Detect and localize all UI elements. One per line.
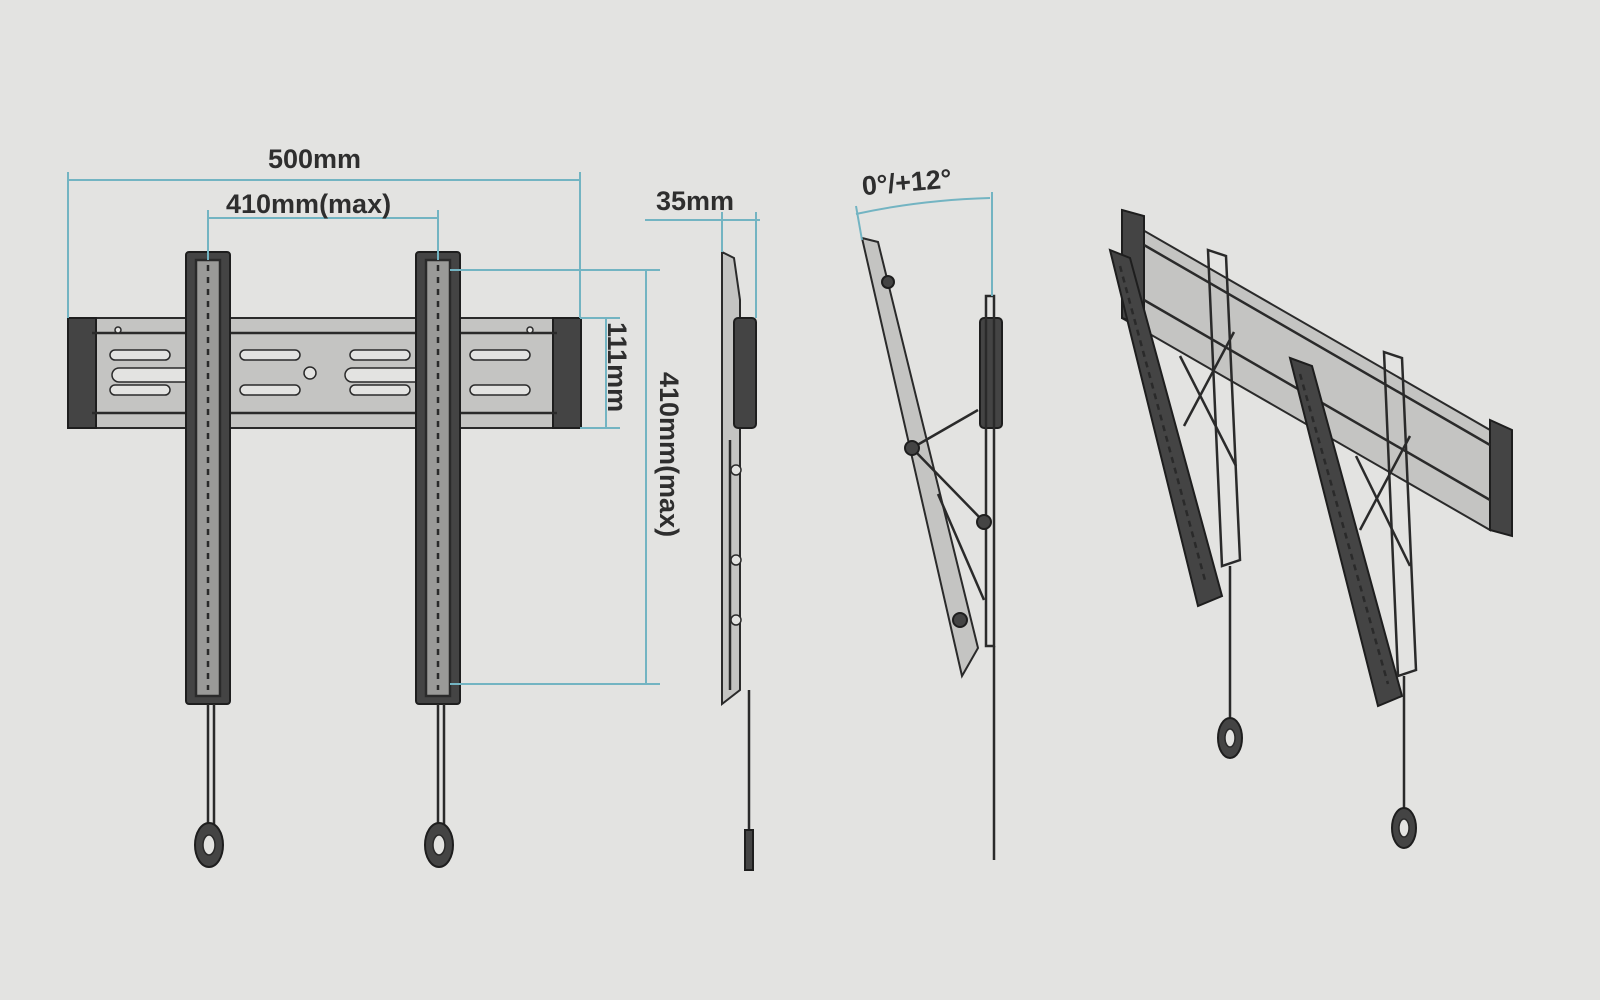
wall-plate	[67, 317, 582, 429]
dimension-lines-front	[67, 172, 660, 685]
vesa-height-label: 410mm(max)	[654, 372, 684, 537]
dimension-lines-side	[645, 212, 760, 318]
vesa-width-label: 410mm(max)	[226, 189, 391, 219]
overall-width-label: 500mm	[268, 144, 361, 174]
side-view: 35mm	[645, 186, 760, 871]
plate-height-label: 111mm	[602, 322, 632, 412]
right-bracket-arm	[415, 251, 461, 868]
tilt-view: 0°/+12°	[855, 164, 1003, 860]
tilt-dimension-lines	[855, 192, 993, 296]
front-view: 500mm 410mm(max) 111mm 410mm(max)	[67, 144, 684, 868]
left-bracket-arm	[185, 251, 231, 868]
depth-label: 35mm	[656, 186, 734, 216]
perspective-view	[1108, 208, 1513, 849]
tilt-angle-label: 0°/+12°	[861, 164, 953, 202]
